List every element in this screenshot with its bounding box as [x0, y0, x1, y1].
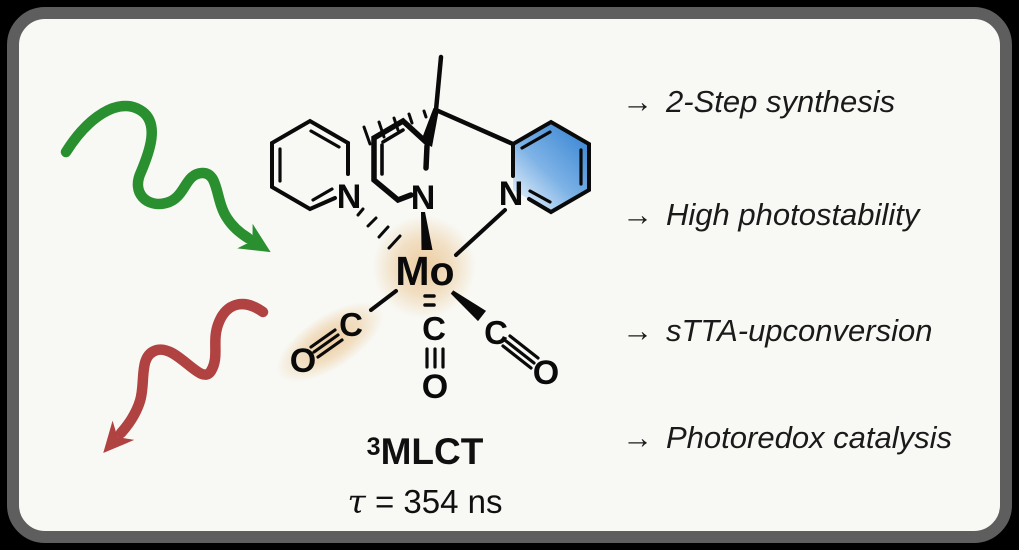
figure-panel — [7, 7, 1012, 543]
tau-symbol: τ — [347, 482, 366, 521]
hashed-bond-to-left-ring — [362, 109, 428, 146]
middle-pyridine-ring — [371, 117, 430, 204]
feature-item-photostability: → High photostability — [622, 197, 919, 233]
left-pyridine-ring — [270, 118, 350, 212]
excitation-photon-arrow — [60, 100, 271, 253]
apical-carbon-bonds — [362, 54, 516, 147]
feature-label: High photostability — [666, 197, 920, 232]
carbonyl-ligands — [309, 289, 540, 370]
mlct-acceptor-ring-highlight — [513, 122, 589, 212]
excited-state-caption: 3MLCT — [300, 431, 550, 473]
middle-carbonyl-o-label: O — [422, 368, 448, 406]
right-nitrogen-label: N — [499, 175, 524, 213]
feature-label: sTTA-upconversion — [666, 313, 933, 348]
emission-photon-arrow — [103, 298, 269, 453]
lifetime-value: = 354 ns — [365, 483, 503, 520]
left-carbonyl-c-label: C — [339, 306, 363, 343]
molybdenum-label: Mo — [395, 248, 454, 294]
hashed-bond-leftN-mo — [356, 207, 402, 250]
feature-label: 2-Step synthesis — [666, 84, 896, 119]
feature-item-upconversion: → sTTA-upconversion — [622, 313, 932, 349]
lifetime-caption: τ = 354 ns — [290, 482, 560, 521]
arrow-bullet-icon: → — [622, 197, 653, 232]
excited-state-label: MLCT — [380, 431, 484, 472]
left-carbonyl-o-label: O — [290, 342, 316, 380]
middle-carbonyl-c-label: C — [422, 310, 446, 347]
arrow-bullet-icon: → — [622, 313, 653, 348]
left-nitrogen-label: N — [337, 178, 362, 216]
arrow-bullet-icon: → — [622, 84, 653, 119]
right-carbonyl-c-label: C — [484, 314, 508, 351]
mo-complex-structure: N N N Mo C O C O C O — [270, 54, 591, 406]
feature-item-photoredox: → Photoredox catalysis — [622, 420, 952, 456]
nitrogen-mo-bonds — [356, 207, 507, 257]
feature-item-synthesis: → 2-Step synthesis — [622, 84, 895, 120]
spin-multiplicity: 3 — [366, 433, 381, 461]
middle-nitrogen-label: N — [411, 179, 436, 217]
bond-rightN-mo — [454, 208, 507, 257]
right-carbonyl-o-label: O — [533, 354, 559, 392]
feature-label: Photoredox catalysis — [666, 420, 953, 455]
wedge-bond-middleN-mo — [421, 212, 433, 250]
arrow-bullet-icon: → — [622, 420, 653, 455]
